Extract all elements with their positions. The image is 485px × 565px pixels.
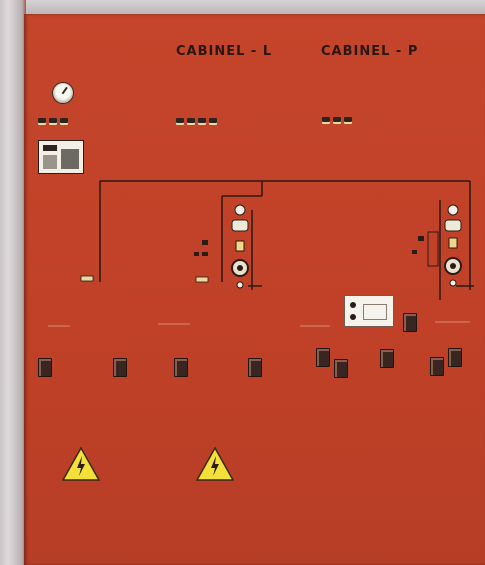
indicator-lamp-icon [231,204,249,289]
indicator-lamp-icon [38,118,46,125]
left-frame [0,0,26,565]
cabinet-right-label: CABINEL - P [321,44,419,59]
indicator-lamp-icon [198,118,206,125]
indicator-lamp-icon [322,117,330,124]
indicator-lamp-icon [344,117,352,124]
toggle-switch-icon[interactable] [316,348,330,367]
indicator-lamp-icon [187,118,195,125]
toggle-switch-icon[interactable] [430,357,444,376]
toggle-switch-icon[interactable] [113,358,127,377]
indicator-lamp-icon [60,118,68,125]
toggle-switch-icon[interactable] [38,358,52,377]
indicator-lamp-icon [176,118,184,125]
indicator-lamp-icon [49,118,57,125]
mimic-diagram-icon [38,140,84,174]
toggle-switch-icon[interactable] [403,313,417,332]
toggle-switch-icon[interactable] [334,359,348,378]
indicator-row-right [322,117,352,124]
toggle-switch-icon[interactable] [380,349,394,368]
toggle-switch-icon[interactable] [248,358,262,377]
toggle-switch-icon[interactable] [174,358,188,377]
status-display [344,295,394,327]
indicator-lamp-icon [333,117,341,124]
indicator-row-middle [176,118,217,125]
toggle-switch-icon[interactable] [448,348,462,367]
control-panel [24,14,485,565]
gauge-icon [52,82,74,104]
cabinet-left-label: CABINEL - L [176,44,273,59]
indicator-lamp-icon [444,204,462,287]
indicator-row-left [38,118,68,125]
indicator-lamp-icon [209,118,217,125]
high-voltage-warning-icon [62,447,100,481]
high-voltage-warning-icon [196,447,234,481]
top-frame [0,0,485,14]
